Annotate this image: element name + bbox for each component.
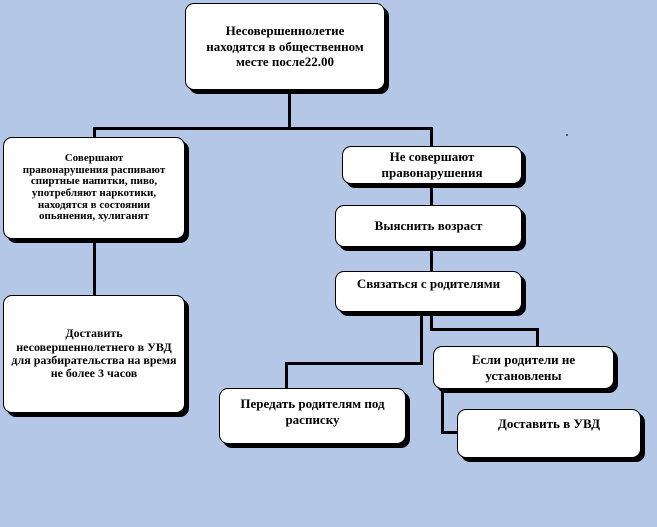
root-situation-box: Несовершеннолетие находятся в общественн… — [185, 3, 385, 90]
find-out-age-box: Выяснить возраст — [335, 205, 522, 247]
connector-root-down — [288, 90, 291, 130]
connector-condition-to-age — [430, 184, 433, 205]
hand-over-to-parents-box: Передать родителям под расписку — [219, 388, 406, 444]
connector-to-final-action — [441, 431, 457, 434]
connector-to-outcome-found — [285, 362, 288, 388]
contact-parents-box: Связаться с родителями — [335, 271, 522, 312]
connector-parents-down-right — [430, 312, 433, 330]
connector-left-condition-to-action — [93, 239, 96, 295]
connector-to-outcome-not-found — [536, 328, 539, 346]
connector-to-left-condition — [93, 127, 96, 137]
stray-dot-mark — [566, 134, 568, 136]
deliver-to-uvd-box: Доставить в УВД — [457, 409, 641, 458]
connector-to-right-condition — [430, 127, 433, 146]
connector-not-found-down — [441, 389, 444, 434]
deliver-to-police-box: Доставить несовершеннолетнего в УВД для … — [3, 295, 185, 413]
connector-root-horizontal — [93, 127, 432, 130]
offense-condition-box: Совершают правонарушения распивают спирт… — [3, 137, 185, 239]
connector-parents-horizontal-right — [430, 328, 539, 331]
parents-not-found-box: Если родители не установлены — [433, 346, 614, 389]
connector-age-to-parents — [430, 247, 433, 271]
connector-parents-horizontal-left — [285, 362, 423, 365]
no-offense-condition-box: Не совершают правонарушения — [342, 146, 522, 184]
connector-parents-down-left — [420, 312, 423, 364]
